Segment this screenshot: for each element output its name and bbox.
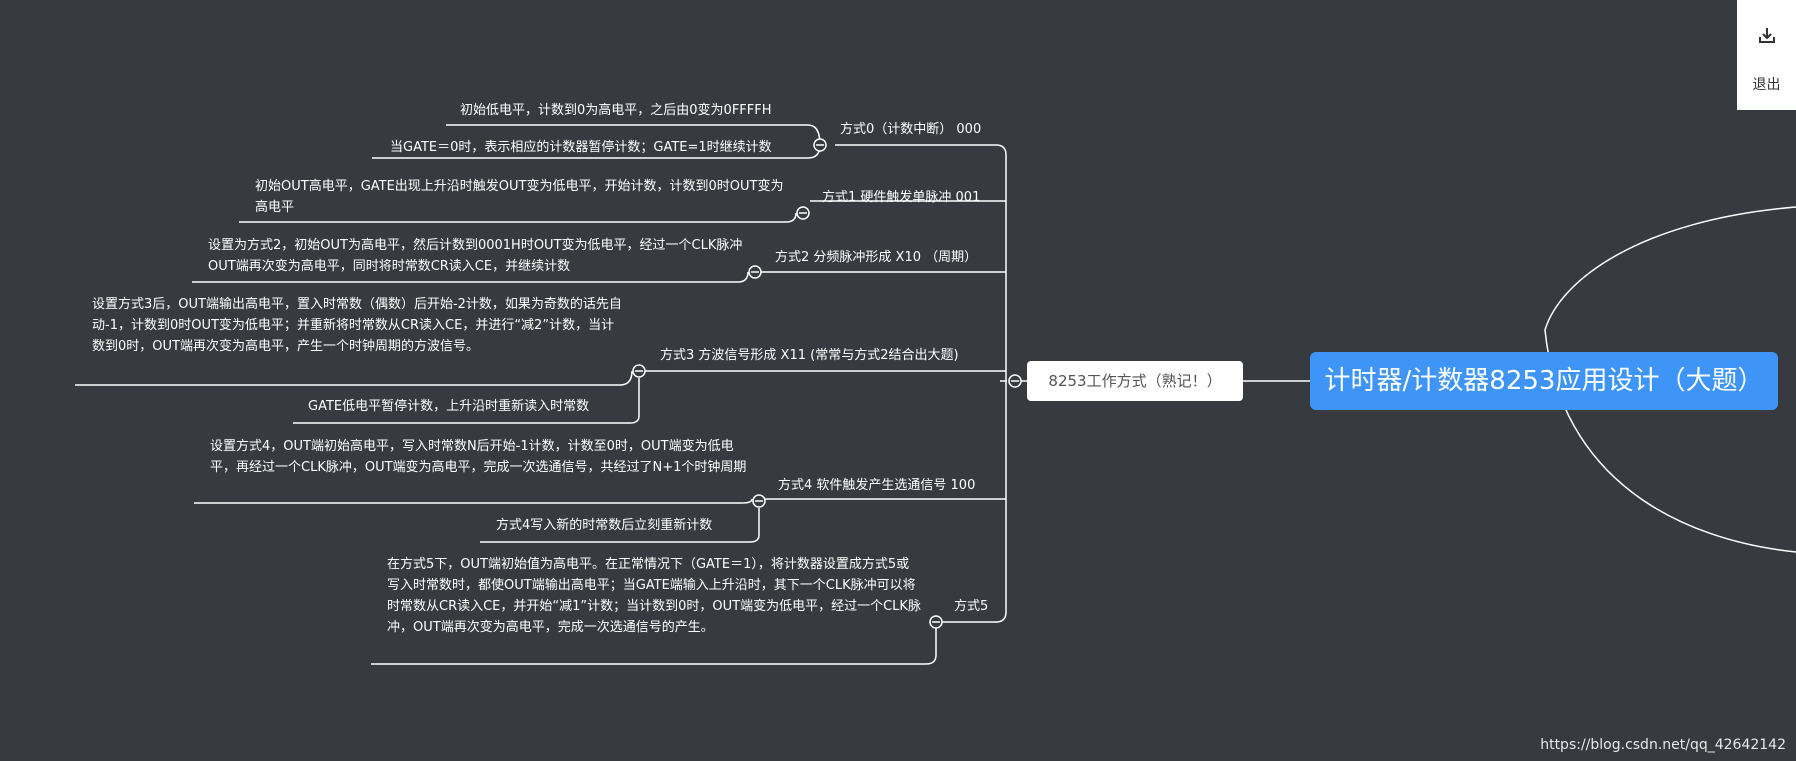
mode-0-detail-1[interactable]: 初始低电平，计数到0为高电平，之后由0变为0FFFFH xyxy=(460,103,772,118)
download-icon[interactable] xyxy=(1737,22,1796,48)
mode-0-node[interactable]: 方式0（计数中断） 000 xyxy=(840,122,982,137)
mode-1-detail-1[interactable]: 初始OUT高电平，GATE出现上升沿时触发OUT变为低电平，开始计数，计数到0时… xyxy=(255,179,784,215)
mode-1-node[interactable]: 方式1 硬件触发单脉冲 001 xyxy=(822,190,981,205)
root-node[interactable]: 计时器/计数器8253应用设计（大题） xyxy=(1310,352,1778,410)
mode-0-detail-2[interactable]: 当GATE＝0时，表示相应的计数器暂停计数；GATE=1时继续计数 xyxy=(390,140,772,155)
top-right-toolbar: 退出 xyxy=(1737,0,1796,110)
mode-3-detail-2[interactable]: GATE低电平暂停计数，上升沿时重新读入时常数 xyxy=(308,399,590,414)
mode-2-node[interactable]: 方式2 分频脉冲形成 X10 （周期） xyxy=(775,250,978,265)
mode-4-node[interactable]: 方式4 软件触发产生选通信号 100 xyxy=(778,478,976,493)
exit-button[interactable]: 退出 xyxy=(1752,77,1781,93)
watermark: https://blog.csdn.net/qq_42642142 xyxy=(1540,737,1786,753)
mode-4-detail-1[interactable]: 设置方式4，OUT端初始高电平，写入时常数N后开始-1计数，计数至0时，OUT端… xyxy=(210,439,747,475)
mode-5-detail-1[interactable]: 在方式5下，OUT端初始值为高电平。在正常情况下（GATE＝1），将计数器设置成… xyxy=(387,557,921,635)
mode-4-detail-2[interactable]: 方式4写入新的时常数后立刻重新计数 xyxy=(496,518,713,533)
mode-5-node[interactable]: 方式5 xyxy=(954,599,989,614)
branch-node-work-modes[interactable]: 8253工作方式（熟记！） xyxy=(1027,361,1243,401)
mode-3-node[interactable]: 方式3 方波信号形成 X11 (常常与方式2结合出大题) xyxy=(660,348,959,363)
mode-2-detail-1[interactable]: 设置为方式2，初始OUT为高电平，然后计数到0001H时OUT变为低电平，经过一… xyxy=(208,238,743,274)
mode-3-detail-1[interactable]: 设置方式3后，OUT端输出高电平，置入时常数（偶数）后开始-2计数，如果为奇数的… xyxy=(92,297,622,354)
